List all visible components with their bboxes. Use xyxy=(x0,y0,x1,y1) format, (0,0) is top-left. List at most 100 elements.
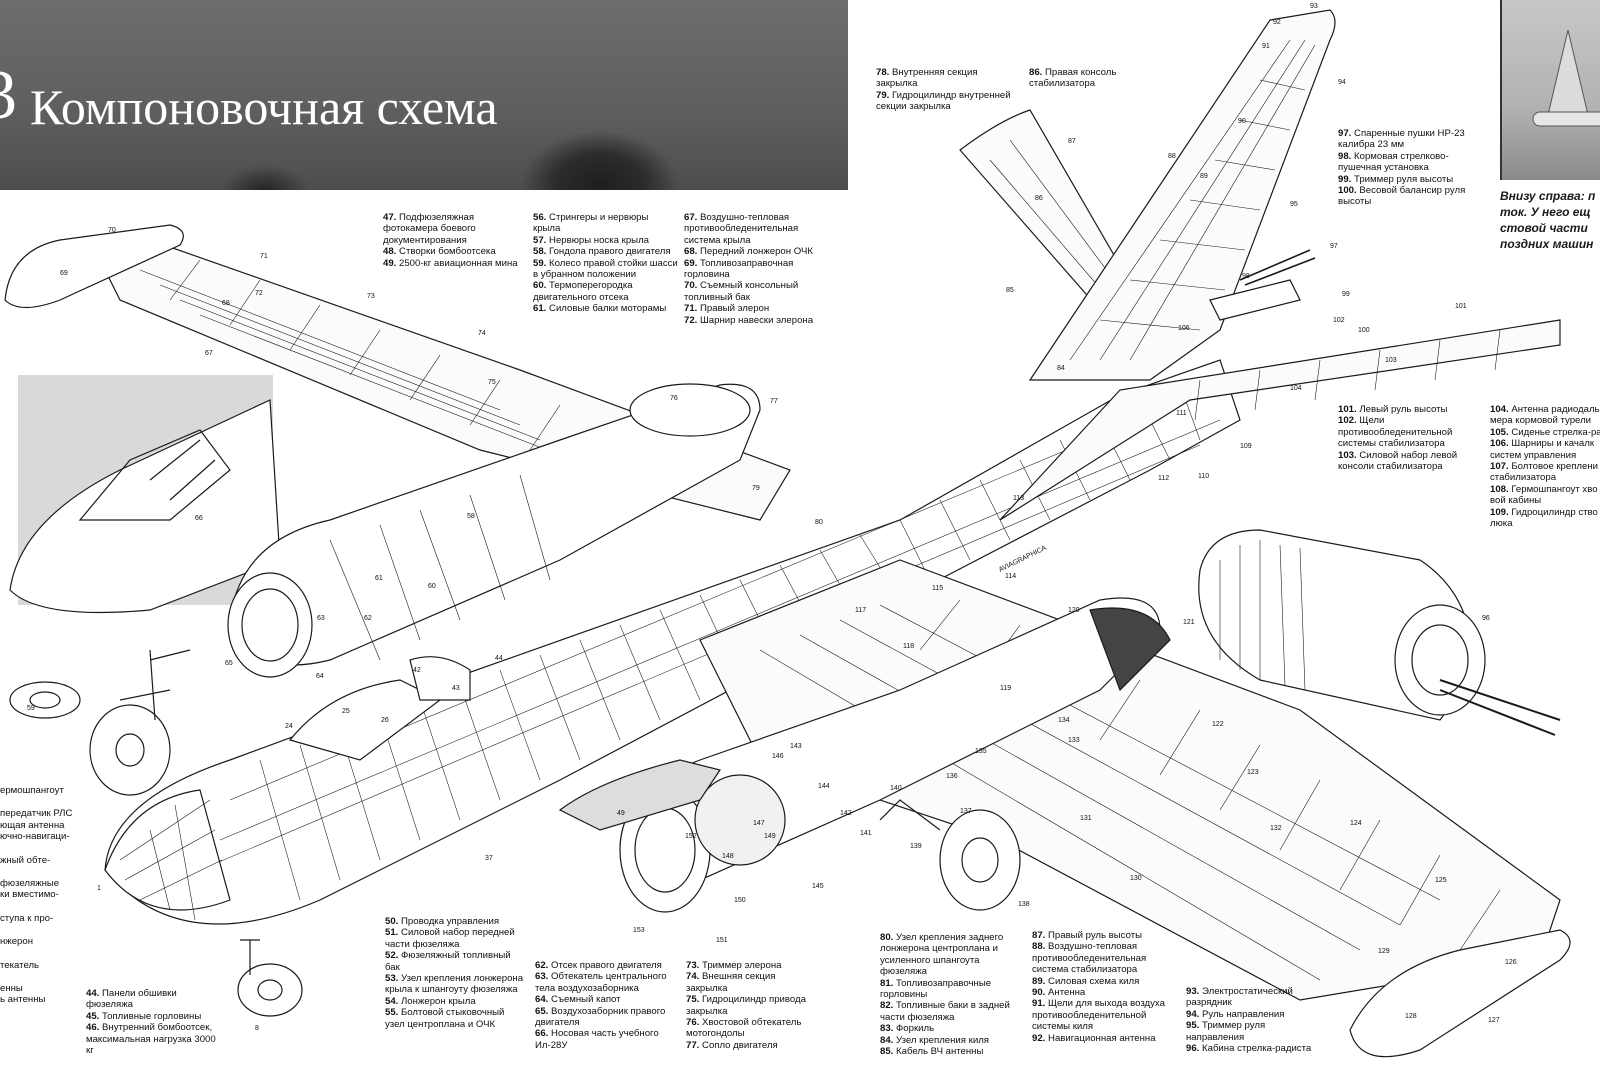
legend-number: 67. xyxy=(684,212,698,223)
trainer-nose xyxy=(9,399,281,614)
callout-label: 101 xyxy=(1455,303,1467,310)
callout-label: 136 xyxy=(946,773,958,780)
legend-number: 64. xyxy=(535,994,549,1006)
legend-number: 105. xyxy=(1490,426,1509,438)
legend-text: 2500-кг авиационная мина xyxy=(399,257,518,269)
left-nozzle xyxy=(1089,607,1171,692)
bomb xyxy=(558,759,721,831)
legend-text: Левый руль высоты xyxy=(1359,404,1448,415)
legend-number: 104. xyxy=(1490,404,1509,415)
artist-signature: AVIAGRAPHICA xyxy=(998,545,1048,574)
callout-label: 110 xyxy=(1198,473,1209,480)
legend-number: 83. xyxy=(880,1023,894,1035)
legend-text: систем управления xyxy=(1490,449,1577,461)
callout-label: 69 xyxy=(60,270,68,277)
callout-label: 123 xyxy=(1247,769,1259,776)
legend-number: 81. xyxy=(880,977,894,989)
legend-col-78: 78. Внутренняя секция закрылка 79. Гидро… xyxy=(876,67,1021,113)
callout-label: 120 xyxy=(1068,607,1080,614)
legend-number: 107. xyxy=(1490,461,1509,473)
legend-number: 88. xyxy=(1032,941,1046,953)
legend-text: Узел крепления заднего лонжерона центроп… xyxy=(880,932,1004,978)
legend-number: 55. xyxy=(385,1007,399,1019)
legend-item: ющая антенна xyxy=(0,819,65,831)
legend-number: 45. xyxy=(86,1010,100,1022)
legend-text: Правая консоль стабилизатора xyxy=(1029,67,1117,90)
legend-col-far-left: ермошпангоут передатчик РЛС ющая антенна… xyxy=(0,785,80,1055)
legend-text: Съемный консольный топливный бак xyxy=(684,280,799,303)
legend-text: Щели для выхода воздуха противообледенит… xyxy=(1032,998,1165,1033)
callout-label: 85 xyxy=(1006,287,1014,294)
legend-number: 58. xyxy=(533,246,547,258)
legend-number: 50. xyxy=(385,916,399,927)
legend-text: мера кормовой турели xyxy=(1490,415,1592,427)
legend-number: 100. xyxy=(1338,185,1357,197)
legend-number: 99. xyxy=(1338,173,1352,185)
callout-label: 98 xyxy=(1242,273,1250,280)
legend-text: Узел крепления киля xyxy=(896,1034,990,1046)
legend-number: 66. xyxy=(535,1028,549,1040)
legend-number: 52. xyxy=(385,950,399,962)
right-intake xyxy=(227,572,313,678)
legend-col-101: 101. Левый руль высоты 102. Щели противо… xyxy=(1338,404,1468,472)
callout-label: 128 xyxy=(1405,1013,1417,1020)
callout-label: 61 xyxy=(375,575,383,582)
legend-number: 86. xyxy=(1029,67,1043,78)
callout-label: 135 xyxy=(975,748,987,755)
legend-text: Носовая часть учебного Ил-28У xyxy=(535,1028,659,1051)
legend-text: Лонжерон крыла xyxy=(401,995,476,1007)
nose-glazing xyxy=(104,789,231,911)
legend-number: 63. xyxy=(535,971,549,983)
callout-label: 42 xyxy=(413,667,421,674)
callout-label: 26 xyxy=(381,717,389,724)
legend-number: 97. xyxy=(1338,128,1352,139)
callout-label: 141 xyxy=(860,830,872,837)
legend-text: Силовые балки моторамы xyxy=(549,303,667,315)
legend-number: 95. xyxy=(1186,1020,1200,1032)
legend-text: Правый руль высоты xyxy=(1048,930,1142,941)
callout-label: 144 xyxy=(818,783,830,790)
callout-label: 66 xyxy=(195,515,203,522)
callout-label: 103 xyxy=(1385,357,1397,364)
legend-text: Створки бомбоотсека xyxy=(399,246,496,258)
legend-item: ь антенны xyxy=(0,994,46,1006)
callout-label: 44 xyxy=(495,655,503,662)
callout-label: 58 xyxy=(467,513,475,520)
legend-text: Силовая схема киля xyxy=(1048,975,1140,987)
legend-number: 73. xyxy=(686,960,700,971)
legend-item: ермошпангоут xyxy=(0,785,64,796)
callout-label: 25 xyxy=(342,708,350,715)
vertical-fin xyxy=(1028,9,1336,381)
legend-number: 94. xyxy=(1186,1008,1200,1020)
legend-text: Воздушно-тепловая противообледенительная… xyxy=(1032,941,1147,976)
callout-label: 137 xyxy=(960,808,972,815)
legend-text: Воздухозаборник правого двигателя xyxy=(535,1005,666,1029)
legend-text: Кабель ВЧ антенны xyxy=(896,1046,984,1058)
callout-label: 133 xyxy=(1068,737,1080,744)
callout-label: 145 xyxy=(812,883,824,890)
callout-label: 153 xyxy=(633,927,645,934)
legend-number: 54. xyxy=(385,995,399,1007)
callout-label: 70 xyxy=(108,227,116,234)
legend-text: Топливозаправочные горловины xyxy=(880,977,992,1001)
legend-text: стабилизатора xyxy=(1490,472,1557,484)
callout-label: 102 xyxy=(1333,317,1345,324)
legend-text: Весовой балансир руля высоты xyxy=(1338,185,1466,208)
legend-text: Руль направления xyxy=(1202,1008,1285,1020)
callout-label: 148 xyxy=(722,853,734,860)
legend-col-97: 97. Спаренные пушки НР-23 калибра 23 мм … xyxy=(1338,128,1473,208)
legend-col-67: 67. Воздушно-тепловая противообледенител… xyxy=(684,212,824,326)
legend-text: Отсек правого двигателя xyxy=(551,960,662,971)
legend-number: 48. xyxy=(383,246,397,258)
callout-label: 95 xyxy=(1290,201,1298,208)
legend-text: Гермошпангоут хво xyxy=(1511,483,1598,495)
callout-label: 63 xyxy=(317,615,325,622)
legend-text: Триммер элерона xyxy=(702,960,782,971)
legend-text: Правый элерон xyxy=(700,303,770,315)
callout-label: 130 xyxy=(1130,875,1142,882)
legend-text: Щели противообледенительной системы стаб… xyxy=(1338,415,1453,450)
legend-text: Гидроцилиндр привода закрылка xyxy=(686,994,806,1017)
callout-label: 127 xyxy=(1488,1017,1500,1024)
legend-col-86: 86. Правая консоль стабилизатора xyxy=(1029,67,1154,90)
